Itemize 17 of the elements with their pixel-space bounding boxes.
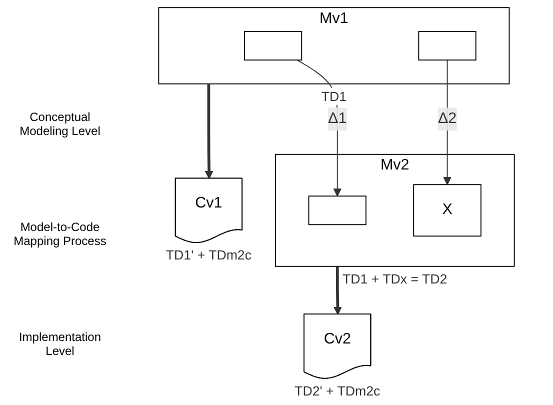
arrow (334, 266, 342, 315)
node-box (244, 30, 302, 61)
arrow (204, 84, 214, 180)
node-box (308, 196, 366, 226)
version-caption: TD1 (321, 89, 347, 104)
version-caption: TD2' + TDm2c (294, 383, 380, 398)
cluster: Mv1 (158, 7, 510, 84)
arrow (443, 60, 452, 186)
node-box (418, 30, 476, 61)
version-caption: TD1' + TDm2c (166, 248, 252, 263)
edge-label: Δ2 (438, 110, 457, 127)
version-caption: TD1 + TDx = TD2 (342, 272, 448, 286)
edge-label: Δ1 (328, 110, 347, 127)
process-label: Model-to-Code Mapping Process (12, 220, 108, 248)
node-box: X (413, 184, 482, 237)
level-label: Implementation Level (18, 330, 102, 358)
level-label: Conceptual Modeling Level (18, 110, 102, 138)
